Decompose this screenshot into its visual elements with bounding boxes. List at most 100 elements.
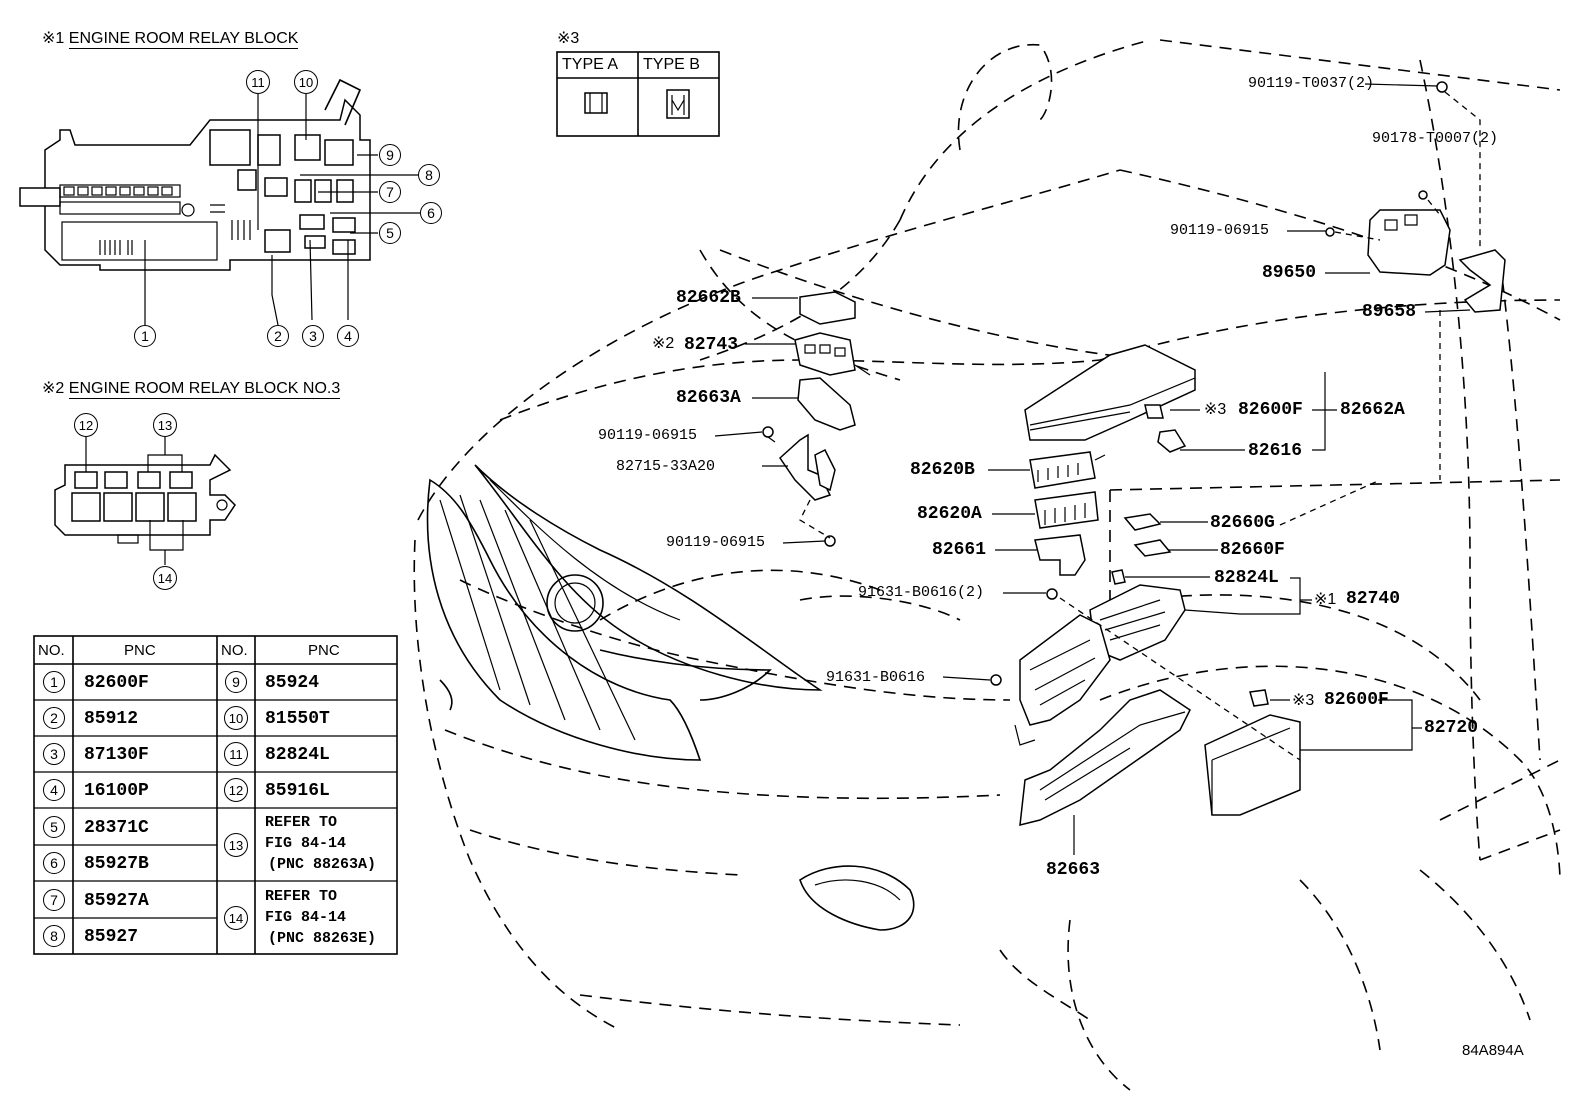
- fuse-type-table: [556, 51, 720, 137]
- part-82663: 82663: [1046, 860, 1101, 880]
- table-header-pnc-2: PNC: [308, 642, 340, 659]
- relay-block-3-leaders: [85, 437, 184, 565]
- type-a-label: TYPE A: [562, 56, 619, 73]
- relay-block-1-leaders: [144, 94, 420, 326]
- callout-13: 13: [153, 413, 177, 437]
- table-no-7: 7: [43, 889, 65, 911]
- part-82600F-b-mark: ※3: [1292, 692, 1315, 709]
- table-refer13-line1: REFER TO: [265, 814, 338, 831]
- part-82740-mark: ※1: [1314, 591, 1337, 608]
- table-no-2: 2: [43, 707, 65, 729]
- table-no-3: 3: [43, 743, 65, 765]
- relay-block-3-header: ※2 ENGINE ROOM RELAY BLOCK NO.3: [42, 380, 341, 399]
- relay-block-1-mark: ※1: [42, 30, 65, 47]
- part-89650: 89650: [1262, 263, 1317, 283]
- part-82600F-a-mark: ※3: [1204, 401, 1227, 418]
- fuse-types-mark: ※3: [557, 30, 580, 47]
- table-no-6: 6: [43, 852, 65, 874]
- part-89658: 89658: [1362, 302, 1417, 322]
- callout-9: 9: [379, 144, 401, 166]
- table-refer14-line2: FIG 84-14: [265, 909, 347, 926]
- table-header-pnc-1: PNC: [124, 642, 156, 659]
- part-82600F-a: 82600F: [1238, 400, 1303, 420]
- part-82620A: 82620A: [917, 504, 982, 524]
- table-pnc-7: 85927A: [84, 891, 149, 911]
- part-82616: 82616: [1248, 441, 1303, 461]
- part-90119-06915-a: 90119-06915: [598, 427, 698, 444]
- table-no-12: 12: [224, 778, 248, 802]
- part-82620B: 82620B: [910, 460, 975, 480]
- part-82743: 82743: [684, 335, 739, 355]
- callout-6: 6: [420, 202, 442, 224]
- part-90119-06915-c: 90119-06915: [1170, 222, 1270, 239]
- figure-id: 84A894A: [1462, 1042, 1524, 1059]
- part-82740: 82740: [1346, 589, 1401, 609]
- table-pnc-11: 82824L: [265, 745, 330, 765]
- part-82662A: 82662A: [1340, 400, 1405, 420]
- callout-1: 1: [134, 325, 156, 347]
- table-no-10: 10: [224, 706, 248, 730]
- table-pnc-8: 85927: [84, 927, 139, 947]
- table-pnc-2: 85912: [84, 709, 139, 729]
- part-leaders: [714, 83, 1471, 855]
- table-refer13-line3: (PNC 88263A): [268, 856, 377, 873]
- table-pnc-4: 16100P: [84, 781, 149, 801]
- relay-block-3-drawing: [54, 453, 236, 544]
- table-no-11: 11: [224, 742, 248, 766]
- table-no-13: 13: [224, 833, 248, 857]
- part-82600F-b: 82600F: [1324, 690, 1389, 710]
- part-82662B: 82662B: [676, 288, 741, 308]
- relay-block-1-header: ※1 ENGINE ROOM RELAY BLOCK: [42, 30, 299, 49]
- pnc-table-grid: [33, 635, 398, 955]
- part-90119-T0037: 90119-T0037(2): [1248, 75, 1375, 92]
- part-82660F: 82660F: [1220, 540, 1285, 560]
- table-no-1: 1: [43, 671, 65, 693]
- relay-block-3-mark: ※2: [42, 380, 65, 397]
- callout-7: 7: [379, 181, 401, 203]
- callout-4: 4: [337, 325, 359, 347]
- part-91631-B0616: 91631-B0616: [826, 669, 926, 686]
- part-82715-33A20: 82715-33A20: [616, 458, 716, 475]
- table-no-9: 9: [225, 671, 247, 693]
- part-82660G: 82660G: [1210, 513, 1275, 533]
- part-82663A: 82663A: [676, 388, 741, 408]
- callout-10: 10: [294, 70, 318, 94]
- part-90178-T0007: 90178-T0007(2): [1372, 130, 1499, 147]
- part-82824L: 82824L: [1214, 568, 1279, 588]
- table-no-14: 14: [224, 906, 248, 930]
- table-pnc-10: 81550T: [265, 709, 330, 729]
- table-header-no-1: NO.: [38, 642, 65, 659]
- parts-drawings: [762, 81, 1506, 826]
- table-pnc-6: 85927B: [84, 854, 149, 874]
- callout-11: 11: [246, 70, 270, 94]
- part-90119-06915-b: 90119-06915: [666, 534, 766, 551]
- part-82661: 82661: [932, 540, 987, 560]
- callout-8: 8: [418, 164, 440, 186]
- table-pnc-12: 85916L: [265, 781, 330, 801]
- vehicle-outline: [413, 39, 1561, 1091]
- table-pnc-1: 82600F: [84, 673, 149, 693]
- relay-block-1-drawing: [19, 78, 371, 271]
- table-pnc-5: 28371C: [84, 818, 149, 838]
- table-no-4: 4: [43, 779, 65, 801]
- type-b-label: TYPE B: [643, 56, 700, 73]
- part-82720: 82720: [1424, 718, 1479, 738]
- relay-block-3-title: ENGINE ROOM RELAY BLOCK NO.3: [68, 380, 341, 399]
- callout-2: 2: [267, 325, 289, 347]
- table-pnc-9: 85924: [265, 673, 320, 693]
- callout-5: 5: [379, 222, 401, 244]
- relay-block-1-title: ENGINE ROOM RELAY BLOCK: [68, 30, 299, 49]
- callout-12: 12: [74, 413, 98, 437]
- table-refer14-line3: (PNC 88263E): [268, 930, 377, 947]
- callout-3: 3: [302, 325, 324, 347]
- table-no-5: 5: [43, 816, 65, 838]
- table-refer13-line2: FIG 84-14: [265, 835, 347, 852]
- callout-14: 14: [153, 566, 177, 590]
- part-82743-mark: ※2: [652, 335, 675, 352]
- table-header-no-2: NO.: [221, 642, 248, 659]
- table-pnc-3: 87130F: [84, 745, 149, 765]
- table-no-8: 8: [43, 925, 65, 947]
- part-91631-B0616-2: 91631-B0616(2): [858, 584, 985, 601]
- table-refer14-line1: REFER TO: [265, 888, 338, 905]
